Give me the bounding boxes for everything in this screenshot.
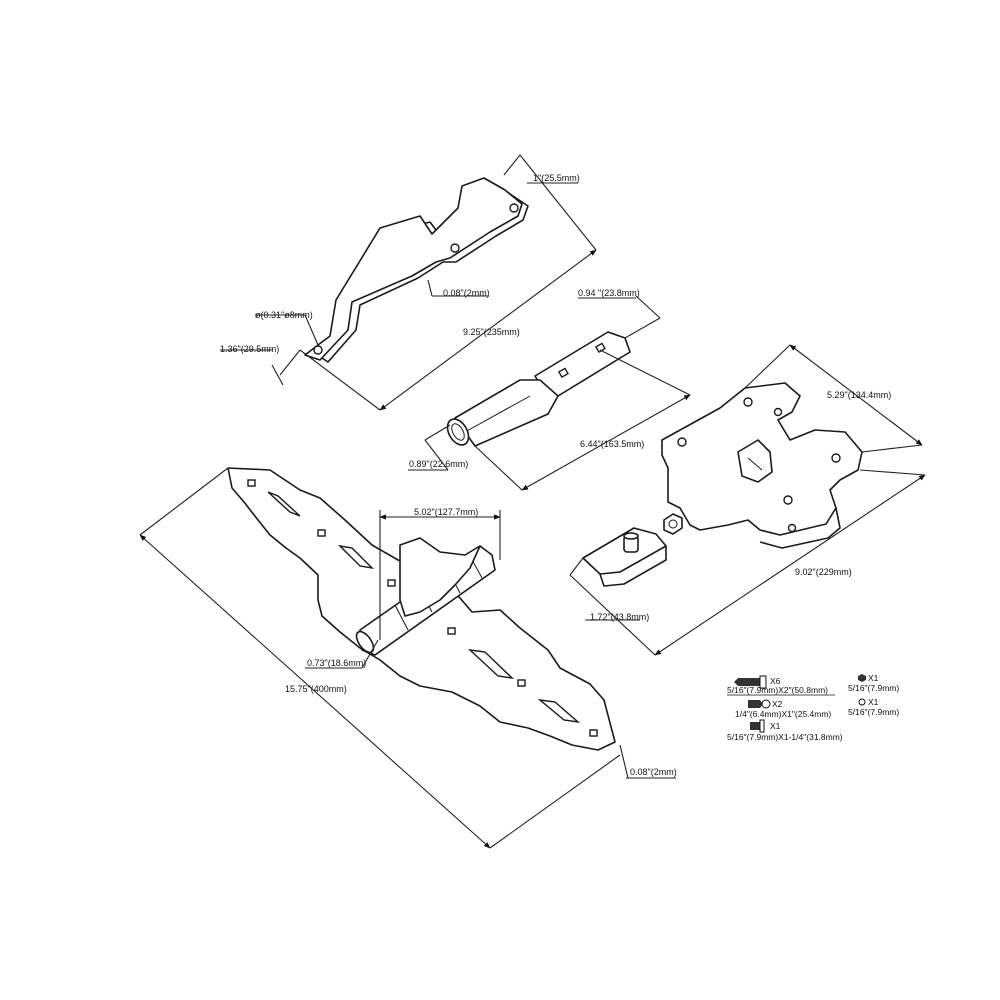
latch-length-label: 9.02"(229mm): [795, 567, 852, 577]
latch-hole-3: [783, 495, 793, 505]
hinge-length-label: 15.75"(400mm): [285, 684, 347, 694]
hinge-dimensions: [139, 467, 676, 849]
hinge-square-5: [517, 679, 526, 687]
hardware-list: X6 5/16"(7.9mm)X2"(50.8mm) X2 1/4"(6.4mm…: [727, 673, 899, 742]
hw-size-5: 5/16"(7.9mm): [848, 707, 899, 717]
hw-qty-4: X1: [868, 673, 879, 683]
handle-end-width-label: 1.36"(29.5mm): [220, 344, 279, 354]
hw-size-4: 5/16"(7.9mm): [848, 683, 899, 693]
latch-width-label: 1.72"(43.8mm): [590, 612, 649, 622]
latch-hole-4: [831, 453, 841, 463]
latch-hole-5: [773, 407, 783, 417]
hw-qty-5: X1: [868, 697, 879, 707]
latch-hole-2: [677, 437, 687, 447]
latch-hole-6: [787, 523, 797, 533]
handle-dimensions: [220, 154, 597, 411]
hinge-square-6: [589, 729, 598, 737]
latch-nut: [663, 513, 683, 535]
handle-length-label: 9.25"(235mm): [463, 327, 520, 337]
handle-hole-label: ø(0.31"ø8mm): [255, 310, 313, 320]
cane-bolt-length-label: 6.44"(163.5mm): [580, 439, 644, 449]
hinge-square-1: [247, 479, 256, 487]
hinge-leaf-width-label: 5.02"(127.7mm): [414, 507, 478, 517]
nut-icon: [858, 674, 866, 682]
handle-hole-left: [313, 345, 323, 355]
latch-hole-1: [743, 397, 753, 407]
bolt-slot-1: [557, 367, 569, 379]
latch-dimensions: [569, 344, 926, 656]
lag-screw-icon: [734, 675, 767, 689]
hw-size-2: 1/4"(6.4mm)X1"(25.4mm): [735, 709, 831, 719]
hinge-pin-dia-label: 0.73"(18.6mm): [307, 658, 366, 668]
hw-size-1: 5/16"(7.9mm)X2"(50.8mm): [727, 685, 828, 695]
washer-icon: [858, 698, 866, 706]
hw-size-3: 5/16"(7.9mm)X1-1/4"(31.8mm): [727, 732, 843, 742]
hinge-square-3: [387, 579, 396, 587]
hw-qty-1: X6: [770, 676, 781, 686]
hinge-square-4: [447, 627, 456, 635]
wood-screw-icon: [748, 699, 771, 709]
carriage-bolt-icon: [750, 719, 765, 733]
cane-bolt-width-label: 0.94 "(23.8mm): [578, 288, 640, 298]
handle-width-label: 1"(25.5mm): [533, 173, 580, 183]
hinge-square-2: [317, 529, 326, 537]
cane-bolt: [446, 331, 631, 447]
gate-latch: [582, 382, 863, 587]
hinge-diamond-1: [267, 491, 301, 517]
hw-qty-2: X2: [772, 699, 783, 709]
bolt-slot-2: [594, 342, 606, 354]
handle-hole-middle: [450, 243, 460, 253]
hinge-thickness-label: 0.08"(2mm): [630, 767, 677, 777]
handle-hole-right: [509, 203, 519, 213]
cane-bolt-dimensions: [408, 295, 691, 491]
hw-qty-3: X1: [770, 721, 781, 731]
handle-thickness-label: 0.08"(2mm): [443, 288, 490, 298]
latch-height-label: 5.29"(134.4mm): [827, 390, 891, 400]
hinge-diamond-4: [537, 698, 581, 724]
cane-bolt-diameter-label: 0.89"(22.6mm): [409, 459, 468, 469]
